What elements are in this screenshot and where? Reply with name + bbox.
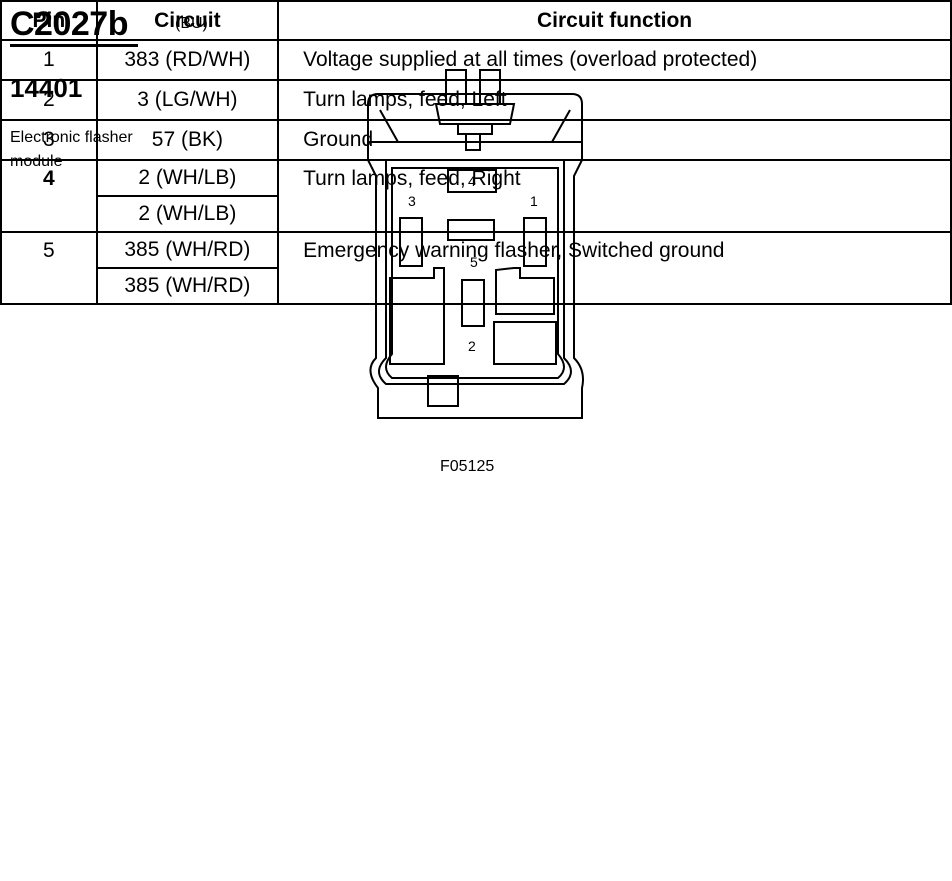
- figure-code: F05125: [440, 458, 495, 475]
- cell-pin: 4: [0, 159, 98, 233]
- terminal-4: [447, 169, 497, 193]
- cell-circuit: 3 (LG/WH): [95, 79, 280, 121]
- table-row: 1 383 (RD/WH) Voltage supplied at all ti…: [0, 39, 952, 81]
- cell-circuit: 385 (WH/RD): [95, 267, 280, 305]
- table-row: 4 2 (WH/LB) Turn lamps, feed, Right: [0, 159, 952, 233]
- housing-inner-2: [385, 167, 565, 379]
- terminal-1: [523, 217, 547, 267]
- table-header-row: Pin Circuit Circuit function: [0, 0, 952, 41]
- connector-face-diagram: 4 3 1 5 2: [367, 69, 584, 419]
- cell-pin: 5: [0, 231, 98, 305]
- pin-label-2: 2: [468, 338, 476, 354]
- latch-bridge: [434, 103, 516, 125]
- pin-label-1: 1: [530, 193, 538, 209]
- header-circuit-function: Circuit function: [277, 0, 952, 41]
- terminal-center: [447, 219, 495, 241]
- table-row: 385 (WH/RD): [1, 267, 951, 305]
- cell-pin: 3: [0, 119, 98, 161]
- terminal-3: [399, 217, 423, 267]
- cell-circuit: 2 (WH/LB): [95, 195, 280, 233]
- housing-foot: [427, 375, 459, 407]
- cell-circuit: 383 (RD/WH): [95, 39, 280, 81]
- connector-color: (BU): [175, 15, 208, 32]
- cell-circuit: 57 (BK): [95, 119, 280, 161]
- terminal-left-block: [389, 267, 445, 365]
- terminal-2-block: [493, 321, 557, 365]
- table-row: 2 3 (LG/WH) Turn lamps, feed, Left: [0, 79, 952, 121]
- latch-tab-right: [479, 69, 501, 105]
- cell-circuit: 2 (WH/LB): [95, 159, 280, 197]
- terminal-5: [461, 279, 485, 327]
- cell-function: Voltage supplied at all times (overload …: [277, 39, 952, 81]
- housing-outer: [367, 93, 584, 419]
- connector-id-underline: [10, 44, 138, 47]
- cell-function: Turn lamps, feed, Right: [277, 159, 952, 233]
- housing-inner: [378, 159, 572, 385]
- latch-tab-left: [445, 69, 467, 105]
- housing-shoulder-inner: [379, 109, 571, 143]
- latch-center: [457, 123, 493, 135]
- terminal-right-block: [495, 267, 555, 315]
- header-pin: Pin: [0, 0, 98, 41]
- table-row: 5 385 (WH/RD) Emergency warning flasher,…: [0, 231, 952, 305]
- connector-id: C2027b: [10, 5, 128, 43]
- pin-label-4: 4: [468, 173, 476, 189]
- header-circuit: Circuit: [95, 0, 280, 41]
- part-description: Electronic flasher module: [10, 129, 133, 170]
- cell-circuit: 385 (WH/RD): [95, 231, 280, 269]
- part-number: 14401: [10, 73, 83, 103]
- table-row: 2 (WH/LB): [1, 195, 951, 233]
- cell-pin: 2: [0, 79, 98, 121]
- pin-label-3: 3: [408, 193, 416, 209]
- pin-label-5: 5: [470, 254, 478, 270]
- cell-function: Turn lamps, feed, Left: [277, 79, 952, 121]
